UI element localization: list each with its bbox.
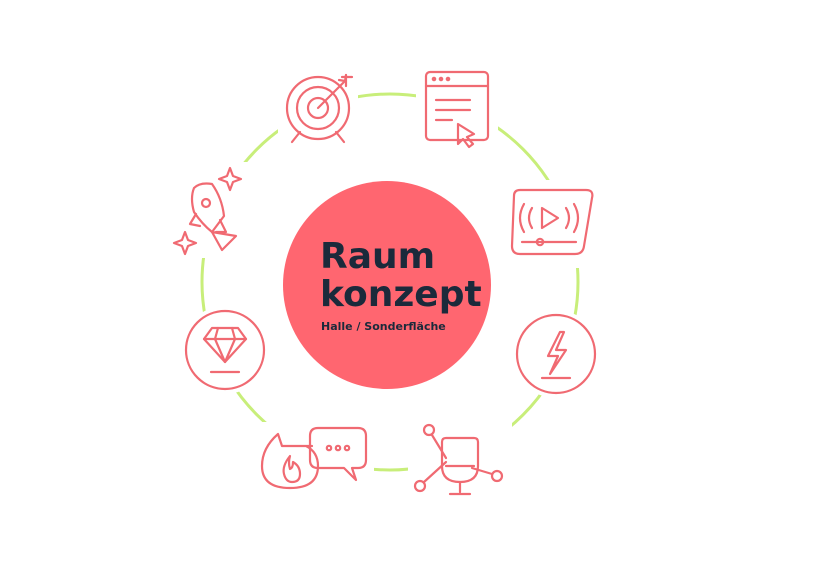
rocket-sparkles-icon [172, 166, 243, 256]
center-node: Raum konzept Halle / Sonderfläche [283, 181, 491, 389]
center-title-line1: Raum [320, 236, 435, 277]
podcast-network-icon [413, 423, 504, 496]
chat-bubbles-flame-icon [260, 426, 368, 490]
diamond-icon [184, 309, 266, 391]
target-icon [285, 73, 354, 144]
web-page-cursor-icon [424, 70, 490, 149]
center-circle [283, 181, 491, 389]
lightning-icon [515, 313, 597, 395]
center-title-line2: konzept [320, 274, 482, 315]
center-subtitle: Halle / Sonderfläche [321, 320, 446, 333]
connection-ring [200, 92, 580, 472]
live-video-icon [510, 188, 594, 256]
